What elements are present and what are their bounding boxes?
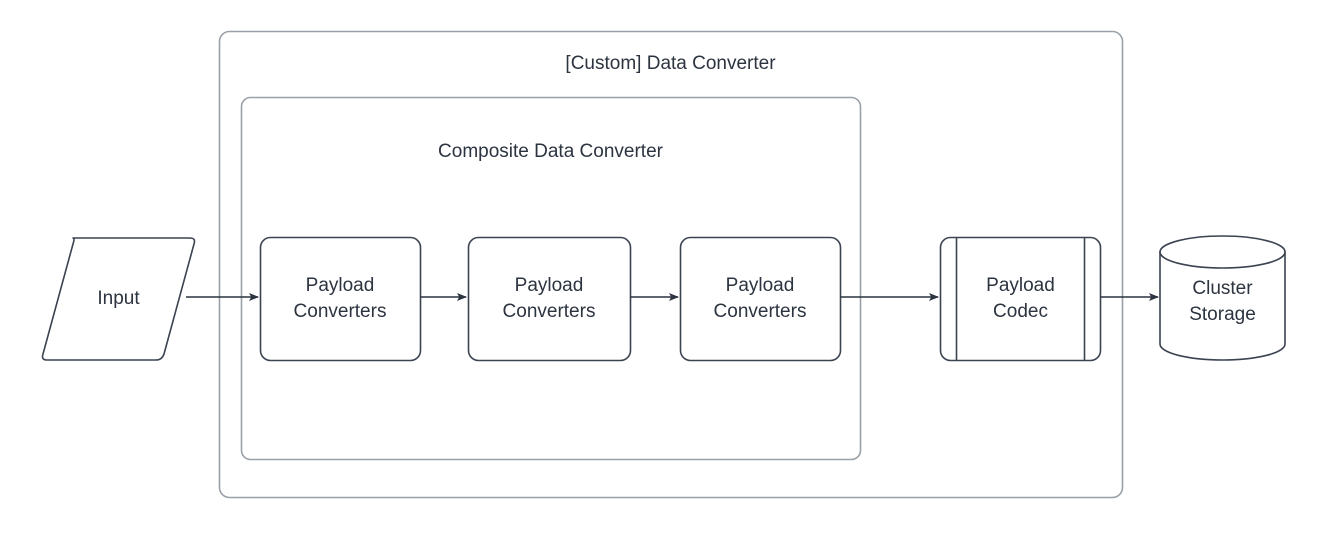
container-composite-data-converter[interactable] xyxy=(240,96,862,461)
node-payload-codec-shape[interactable] xyxy=(939,236,1102,362)
node-cluster-storage-shape[interactable] xyxy=(1159,235,1286,361)
container-composite-data-converter-title: Composite Data Converter xyxy=(438,141,663,162)
node-input-shape[interactable] xyxy=(41,237,196,361)
node-payload-converters-1-shape[interactable] xyxy=(259,236,422,362)
container-custom-data-converter-title: [Custom] Data Converter xyxy=(565,53,776,74)
container-custom-data-converter[interactable] xyxy=(218,30,1124,499)
node-payload-converters-2-shape[interactable] xyxy=(467,236,632,362)
node-payload-converters-3-shape[interactable] xyxy=(679,236,842,362)
